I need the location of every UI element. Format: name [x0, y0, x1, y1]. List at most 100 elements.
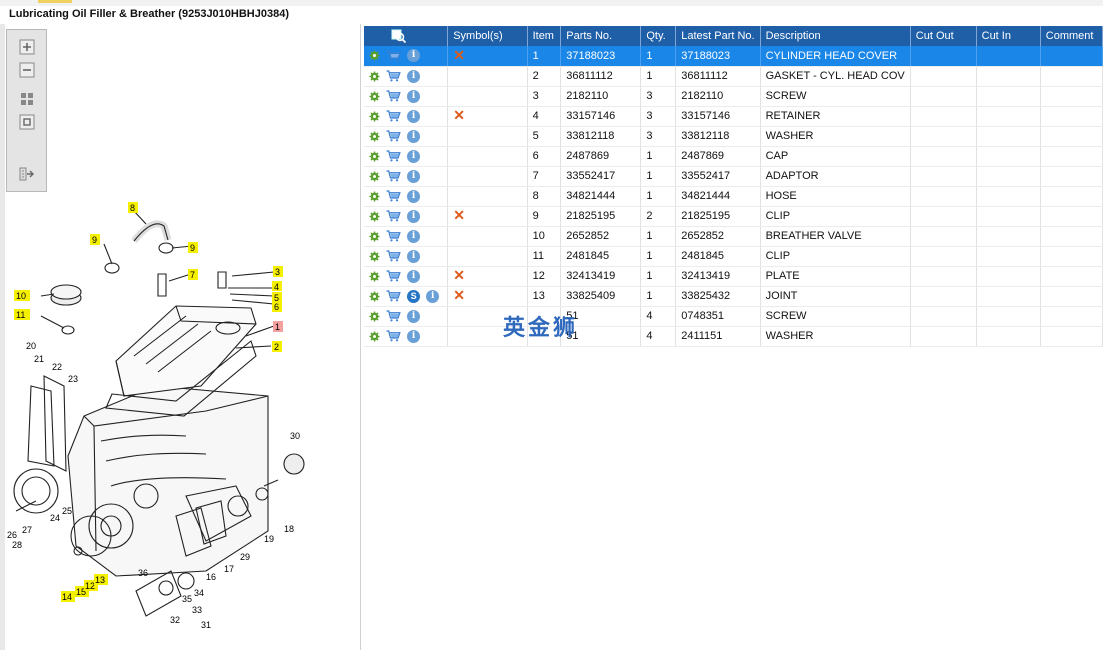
exploded-parts-diagram[interactable]: 8 9 9 7 10 11 3 4 5 6 1 2 20 21 22 23 30…	[6, 196, 358, 636]
callout-9a[interactable]: 9	[92, 235, 97, 245]
cart-icon[interactable]	[386, 190, 401, 202]
column-cut-in[interactable]: Cut In	[976, 26, 1041, 46]
column-icons[interactable]	[364, 26, 449, 46]
callout-36[interactable]: 36	[138, 568, 148, 578]
s-badge-icon[interactable]: S	[407, 289, 421, 303]
callout-15[interactable]: 15	[76, 587, 86, 597]
info-icon[interactable]: i	[407, 89, 421, 103]
callout-34[interactable]: 34	[194, 588, 204, 598]
info-icon[interactable]: i	[407, 69, 421, 83]
table-row[interactable]: i 6 2487869 1 2487869 CAP	[364, 146, 1103, 167]
table-row[interactable]: i ✕ 9 21825195 2 21825195 CLIP	[364, 206, 1103, 227]
table-row[interactable]: i ✕ 12 32413419 1 32413419 PLATE	[364, 266, 1103, 287]
info-icon[interactable]: i	[407, 189, 421, 203]
callout-7[interactable]: 7	[190, 270, 195, 280]
gear-icon[interactable]	[369, 50, 380, 61]
callout-14[interactable]: 14	[62, 592, 72, 602]
callout-33[interactable]: 33	[192, 605, 202, 615]
info-icon[interactable]: i	[407, 169, 421, 183]
callout-19[interactable]: 19	[264, 534, 274, 544]
column-parts-no[interactable]: Parts No.	[560, 26, 642, 46]
callout-17[interactable]: 17	[224, 564, 234, 574]
callout-1[interactable]: 1	[275, 322, 280, 332]
callout-27[interactable]: 27	[22, 525, 32, 535]
callout-35[interactable]: 35	[182, 594, 192, 604]
table-row[interactable]: i 2 36811112 1 36811112 GASKET - CYL. HE…	[364, 66, 1103, 87]
info-icon[interactable]: i	[407, 329, 421, 343]
callout-25[interactable]: 25	[62, 506, 72, 516]
table-row[interactable]: i 10 2652852 1 2652852 BREATHER VALVE	[364, 226, 1103, 247]
table-row[interactable]: i 7 33552417 1 33552417 ADAPTOR	[364, 166, 1103, 187]
info-icon[interactable]: i	[407, 109, 421, 123]
callout-20[interactable]: 20	[26, 341, 36, 351]
info-icon[interactable]: i	[407, 209, 421, 223]
callout-3[interactable]: 3	[275, 267, 280, 277]
callout-24[interactable]: 24	[50, 513, 60, 523]
callout-8[interactable]: 8	[130, 203, 135, 213]
cart-icon[interactable]	[386, 310, 401, 322]
column-item[interactable]: Item	[527, 26, 562, 46]
export-button[interactable]	[17, 165, 37, 183]
callout-32[interactable]: 32	[170, 615, 180, 625]
gear-icon[interactable]	[369, 70, 380, 82]
gear-icon[interactable]	[369, 150, 380, 162]
cart-icon[interactable]	[386, 210, 401, 222]
table-row[interactable]: i 3 2182110 3 2182110 SCREW	[364, 86, 1103, 107]
column-comment[interactable]: Comment	[1040, 26, 1103, 46]
gear-icon[interactable]	[369, 270, 380, 282]
table-row[interactable]: i 5 33812118 3 33812118 WASHER	[364, 126, 1103, 147]
table-row[interactable]: i 11 2481845 1 2481845 CLIP	[364, 246, 1103, 267]
gear-icon[interactable]	[369, 230, 380, 242]
cart-icon[interactable]	[386, 250, 401, 262]
callout-30[interactable]: 30	[290, 431, 300, 441]
gear-icon[interactable]	[369, 130, 380, 142]
callout-11[interactable]: 11	[16, 310, 25, 320]
callout-5[interactable]: 5	[274, 293, 279, 303]
callout-13[interactable]: 13	[95, 575, 105, 585]
info-icon[interactable]: i	[407, 229, 421, 243]
table-row[interactable]: i 51 4 2411151 WASHER	[364, 326, 1103, 347]
cart-icon[interactable]	[386, 70, 401, 82]
gear-icon[interactable]	[369, 290, 380, 302]
gear-icon[interactable]	[369, 90, 380, 102]
cart-icon[interactable]	[386, 230, 401, 242]
fit-all-button[interactable]	[17, 90, 37, 108]
cart-icon[interactable]	[386, 170, 401, 182]
callout-26[interactable]: 26	[7, 530, 17, 540]
info-icon[interactable]: i	[407, 149, 421, 163]
callout-22[interactable]: 22	[52, 362, 62, 372]
gear-icon[interactable]	[369, 250, 380, 262]
gear-icon[interactable]	[369, 310, 380, 322]
info-icon[interactable]: i	[407, 269, 421, 283]
table-row[interactable]: i ✕ 1 37188023 1 37188023 CYLINDER HEAD …	[364, 46, 1103, 67]
callout-31[interactable]: 31	[201, 620, 211, 630]
fit-one-button[interactable]	[17, 113, 37, 131]
callout-23[interactable]: 23	[68, 374, 78, 384]
cart-icon[interactable]	[386, 50, 401, 62]
gear-icon[interactable]	[369, 330, 380, 342]
cart-icon[interactable]	[386, 130, 401, 142]
zoom-out-button[interactable]	[17, 61, 37, 79]
cart-icon[interactable]	[386, 270, 401, 282]
callout-9b[interactable]: 9	[190, 243, 195, 253]
gear-icon[interactable]	[369, 170, 380, 182]
search-parts-icon[interactable]	[391, 29, 407, 43]
cart-icon[interactable]	[386, 90, 401, 102]
callout-6[interactable]: 6	[274, 302, 279, 312]
callout-28[interactable]: 28	[12, 540, 22, 550]
gear-icon[interactable]	[369, 210, 380, 222]
cart-icon[interactable]	[386, 150, 401, 162]
zoom-in-button[interactable]	[17, 38, 37, 56]
column-symbols[interactable]: Symbol(s)	[447, 26, 528, 46]
column-qty[interactable]: Qty.	[640, 26, 677, 46]
info-icon[interactable]: i	[407, 249, 421, 263]
table-row[interactable]: i ✕ 4 33157146 3 33157146 RETAINER	[364, 106, 1103, 127]
info-icon[interactable]: i	[407, 49, 421, 63]
cart-icon[interactable]	[386, 330, 401, 342]
info-icon[interactable]: i	[426, 289, 440, 303]
callout-18[interactable]: 18	[284, 524, 294, 534]
cart-icon[interactable]	[386, 290, 401, 302]
column-description[interactable]: Description	[760, 26, 911, 46]
cart-icon[interactable]	[386, 110, 401, 122]
gear-icon[interactable]	[369, 110, 380, 122]
